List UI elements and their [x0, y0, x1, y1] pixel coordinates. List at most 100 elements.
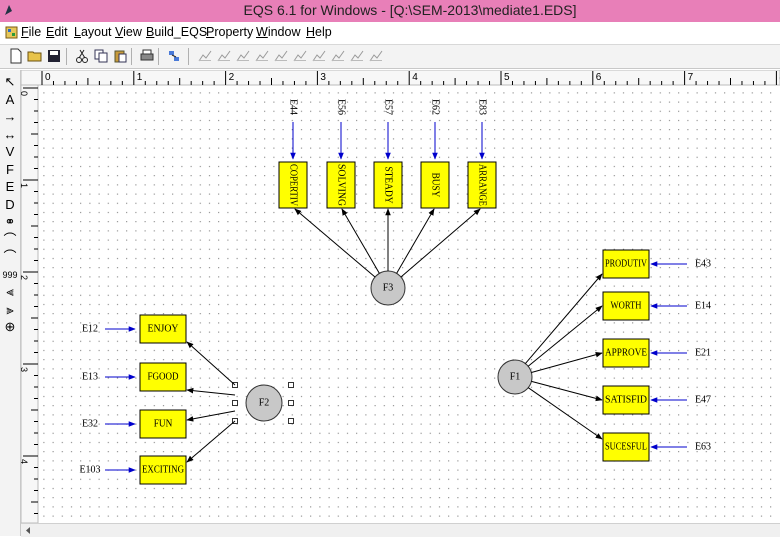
selection-handle [288, 382, 294, 388]
chart-d-icon[interactable] [254, 48, 270, 64]
title-bar: EQS 6.1 for Windows - [Q:\SEM-2013\media… [0, 0, 780, 22]
vertical-ruler [21, 84, 39, 523]
indicator-steady-label: STEADY [383, 166, 394, 203]
ruler-label-v: 0 [21, 91, 29, 96]
link-tool[interactable]: ⚭ [4, 214, 16, 229]
indicator-arrange [467, 161, 497, 209]
factor-f-tool[interactable]: F [6, 161, 14, 177]
ruler-label-h: 0 [45, 72, 51, 83]
path-arrow [396, 208, 435, 274]
path-arrow [186, 387, 236, 396]
indicator-fun [139, 409, 187, 439]
ruler-label-h: 4 [412, 72, 418, 83]
text-tool[interactable]: A [5, 91, 15, 107]
tool-a1[interactable]: ⫷ [6, 284, 14, 299]
menu-file[interactable]: File [21, 25, 42, 39]
factor-f2-label: F2 [259, 397, 270, 408]
save-icon[interactable] [46, 48, 62, 64]
indicator-sucesful-label: SUCESFUL [605, 441, 647, 452]
factor-f1-label: F1 [510, 371, 521, 382]
horizontal-scrollbar[interactable] [21, 523, 780, 537]
error-e63: E63 [695, 441, 711, 452]
ruler-label-h: 5 [504, 72, 510, 83]
error-e13: E13 [82, 371, 98, 382]
error-e103: E103 [79, 464, 100, 475]
scroll-left-icon[interactable] [21, 524, 35, 537]
variable-v-tool[interactable]: V [5, 144, 15, 159]
error-e32: E32 [82, 418, 98, 429]
copy-icon[interactable] [93, 48, 109, 64]
value-999-tool[interactable]: 999 [2, 269, 18, 280]
disturbance-d-tool[interactable]: D [5, 196, 15, 212]
path-arrow [531, 380, 603, 402]
path-diagram: F3COPERTIVE44SOLVINGE56STEADYE57BUSYE62A… [79, 99, 711, 485]
indicator-fun-label: FUN [154, 418, 173, 429]
path-arrow [531, 351, 603, 373]
indicator-satisfid [602, 385, 650, 415]
chart-a-icon[interactable] [197, 48, 213, 64]
chart-b-icon[interactable] [216, 48, 232, 64]
chart-c-icon[interactable] [235, 48, 251, 64]
error-e44: E44 [288, 99, 299, 115]
pointer-tool[interactable]: ↖ [4, 74, 16, 89]
cut-icon[interactable] [74, 48, 90, 64]
indicator-satisfid-label: SATISFID [605, 394, 647, 405]
print-icon[interactable] [139, 48, 155, 64]
indicator-enjoy-label: ENJOY [148, 323, 179, 334]
new-file-icon[interactable] [8, 48, 24, 64]
menu-layout[interactable]: Layout [74, 25, 112, 39]
chart-h-icon[interactable] [330, 48, 346, 64]
app-icon [5, 5, 12, 15]
menu-help[interactable]: Help [306, 25, 332, 39]
indicator-worth [602, 291, 650, 321]
target-tool[interactable]: ⊕ [4, 319, 16, 334]
selection-handle [288, 400, 294, 406]
chart-j-icon[interactable] [368, 48, 384, 64]
menu-property[interactable]: Property [206, 25, 254, 39]
error-e12: E12 [82, 323, 98, 334]
diagram-tool-icon[interactable] [166, 48, 182, 64]
tool-a2[interactable]: ⫸ [6, 301, 14, 317]
indicator-enjoy [139, 314, 187, 344]
menu-edit[interactable]: Edit [46, 25, 68, 39]
indicator-exciting-label: EXCITING [142, 464, 184, 475]
ruler-label-h: 3 [320, 72, 326, 83]
error-e14: E14 [695, 300, 711, 311]
path-arrow [341, 208, 380, 274]
two-way-arrow-tool[interactable]: ↔ [3, 126, 17, 142]
error-e57: E57 [383, 99, 394, 115]
error-e83: E83 [477, 99, 488, 115]
indicator-copertiv [278, 161, 308, 209]
indicator-produtiv [602, 249, 650, 279]
error-e-tool[interactable]: E [5, 179, 15, 194]
path-arrow [527, 387, 603, 440]
chart-g-icon[interactable] [311, 48, 327, 64]
chart-i-icon[interactable] [349, 48, 365, 64]
chart-e-icon[interactable] [273, 48, 289, 64]
open-folder-icon[interactable] [27, 48, 43, 64]
ruler-label-h: 2 [229, 72, 235, 83]
menu-view[interactable]: View [115, 25, 142, 39]
one-way-arrow-tool[interactable]: → [3, 109, 17, 124]
path-arrow [186, 410, 236, 422]
indicator-approve-label: APPROVE [605, 347, 647, 358]
curve-left-tool[interactable]: ⌒ [3, 231, 17, 247]
error-e47: E47 [695, 394, 711, 405]
document-icon[interactable] [5, 26, 18, 39]
curve-right-tool[interactable]: ⌒ [3, 249, 17, 264]
factor-f2 [245, 384, 283, 422]
indicator-solving-label: SOLVING [336, 164, 347, 206]
paste-icon[interactable] [112, 48, 128, 64]
path-arrow [294, 208, 376, 278]
indicator-exciting [139, 455, 187, 485]
window-title: EQS 6.1 for Windows - [Q:\SEM-2013\media… [243, 2, 577, 18]
path-arrow [524, 273, 603, 364]
menu-window[interactable]: Window [256, 25, 301, 39]
ruler-label-v: 2 [21, 275, 29, 280]
menu-build_eqs[interactable]: Build_EQS [146, 25, 208, 39]
error-e56: E56 [336, 99, 347, 115]
diagram-canvas[interactable]: 01234567801234 F3COPERTIVE44SOLVINGE56ST… [21, 70, 780, 523]
chart-f-icon[interactable] [292, 48, 308, 64]
